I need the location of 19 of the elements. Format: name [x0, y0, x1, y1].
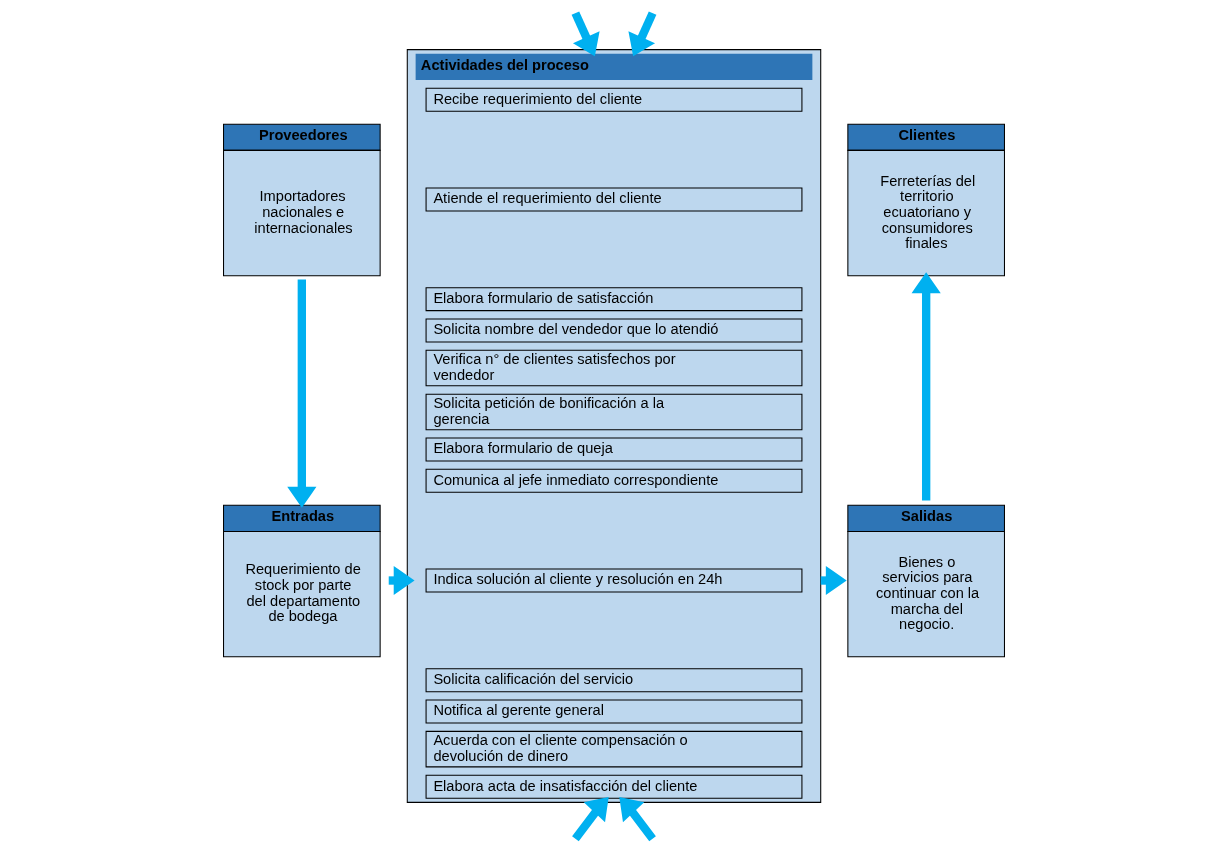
node-box: Elabora acta de insatisfacción del cliente	[425, 774, 802, 799]
node-box: Atiende el requerimiento del cliente	[425, 187, 802, 212]
node-box: Acuerda con el cliente compensación o devolución de dinero	[425, 730, 802, 768]
node-box: Comunica al jefe inmediato correspondiente	[425, 468, 802, 493]
node-box: Indica solución al cliente y resolución en 24h	[425, 568, 802, 593]
arrow	[571, 11, 600, 57]
arrow	[911, 272, 941, 501]
node-box: Solicita nombre del vendedor que lo atendió	[425, 318, 802, 343]
arrow	[627, 11, 656, 57]
node-box: Elabora formulario de satisfacción	[425, 287, 802, 312]
node-box: Notifica al gerente general	[425, 699, 802, 724]
node-box: Solicita petición de bonificación a la gerencia	[425, 393, 802, 431]
arrow	[618, 797, 656, 842]
arrow	[571, 797, 609, 842]
node-box: Solicita calificación del servicio	[425, 668, 802, 693]
arrow	[286, 279, 316, 508]
node-box: Verifica n° de clientes satisfechos por vendedor	[425, 349, 802, 387]
node-box: Recibe requerimiento del cliente	[425, 87, 802, 112]
node-box: Elabora formulario de queja	[425, 437, 802, 462]
